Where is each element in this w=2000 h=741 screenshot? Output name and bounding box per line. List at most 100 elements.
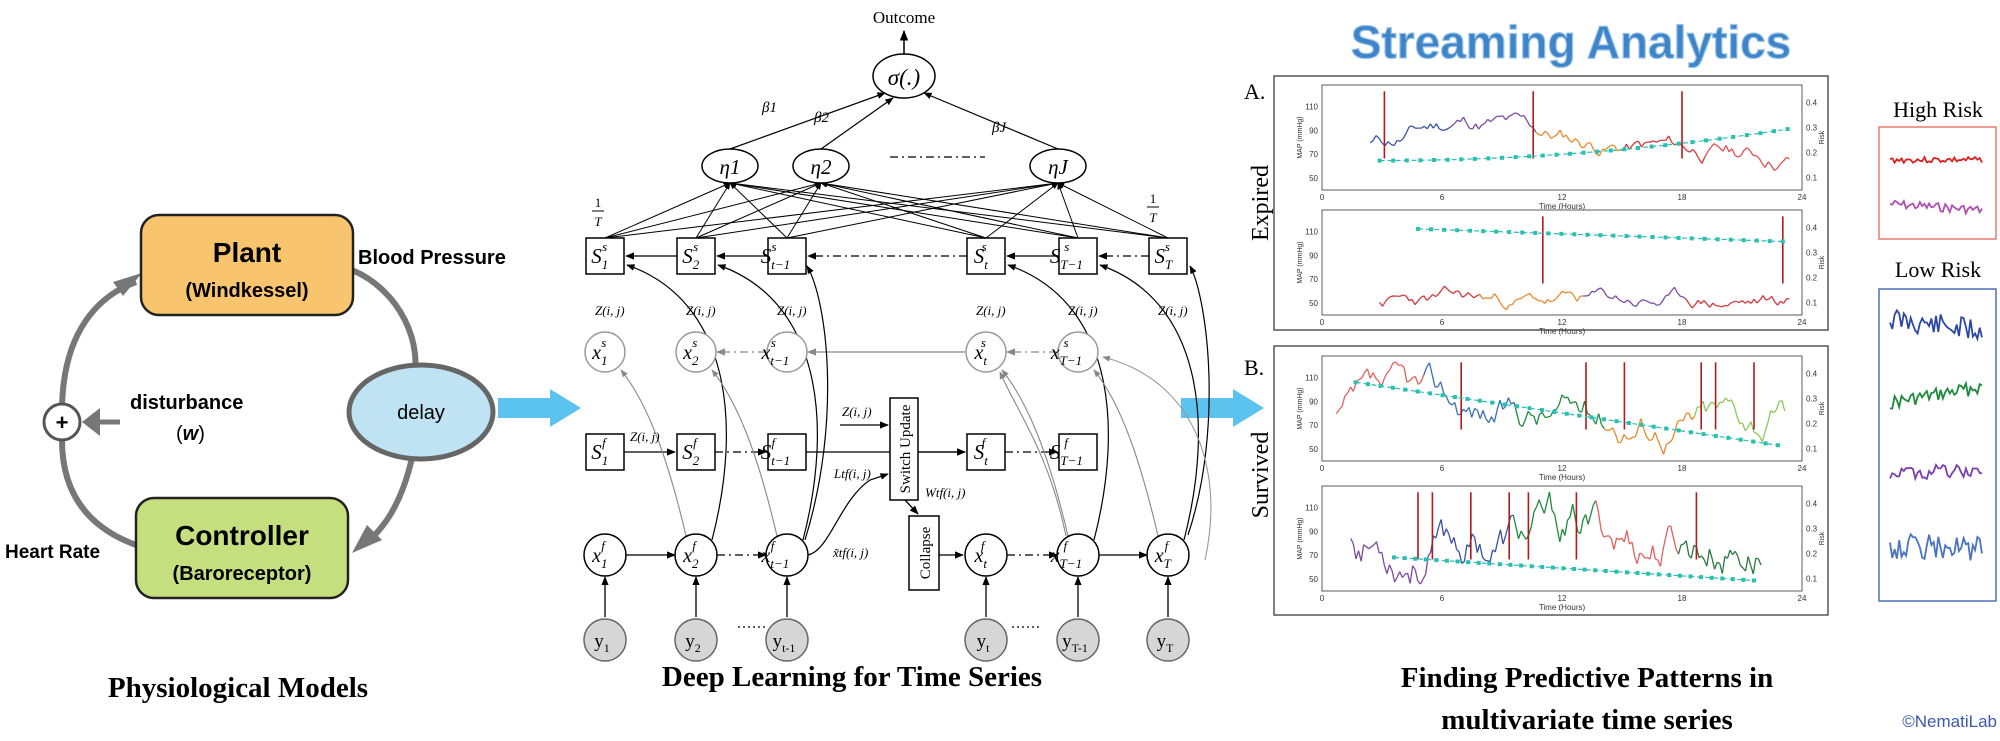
s-to-eta-edge (729, 181, 1079, 239)
map-trace-segment (1341, 395, 1346, 407)
risk-marker (1624, 570, 1629, 575)
s-top-node (585, 237, 625, 275)
map-trace-segment (1722, 145, 1727, 152)
risk-marker (1353, 380, 1358, 385)
map-trace-segment (1764, 422, 1769, 433)
map-trace-segment (1379, 302, 1384, 307)
risk-tick: 0.1 (1806, 445, 1818, 454)
map-trace-segment (1773, 167, 1778, 172)
s-top-node (676, 237, 716, 275)
risk-marker (1564, 411, 1569, 416)
map-trace-segment (1767, 161, 1772, 167)
map-trace-segment (1523, 294, 1528, 297)
map-trace-segment (1479, 294, 1484, 300)
map-trace-segment (1553, 408, 1557, 411)
map-trace-segment (1750, 298, 1755, 304)
risk-patterns (1889, 155, 1983, 561)
risk-marker (1763, 441, 1768, 446)
plot-area (1321, 485, 1803, 592)
s-f-node (676, 433, 716, 471)
map-trace-segment (1664, 526, 1669, 538)
map-trace-segment (1478, 124, 1483, 130)
switch-update-label: Switch Update (898, 404, 914, 493)
map-trace-segment (1451, 123, 1455, 127)
map-trace-segment (1401, 573, 1406, 578)
map-trace-segment (1409, 565, 1414, 584)
y-tick: 50 (1309, 445, 1318, 454)
y-axis-label: MAP (mmHg) (1297, 517, 1304, 559)
map-trace-segment (1653, 140, 1657, 143)
s-top-node (767, 237, 807, 275)
x-s-node (675, 331, 717, 373)
y-axis-label: MAP (mmHg) (1297, 387, 1304, 429)
map-trace-segment (1452, 290, 1457, 295)
risk-marker (1636, 145, 1640, 150)
map-trace-segment (1604, 146, 1609, 151)
z-label: Z(i, j) (976, 303, 1006, 318)
map-trace-segment (1639, 552, 1643, 555)
map-trace-segment (1746, 147, 1751, 152)
y-tick: 70 (1309, 150, 1318, 159)
map-trace-segment (1432, 123, 1437, 129)
map-trace-segment (1530, 414, 1534, 417)
map-trace-segment (1677, 419, 1681, 423)
risk-marker (1709, 575, 1714, 580)
map-trace-segment (1736, 415, 1741, 424)
map-trace-segment (1383, 565, 1388, 574)
stream-caption-2: multivariate time series (1441, 704, 1733, 736)
map-trace-segment (1690, 545, 1695, 559)
loop-arc-right-bottom (367, 457, 415, 543)
map-trace-segment (1544, 299, 1549, 304)
map-trace-segment (1618, 298, 1622, 302)
map-trace-segment (1471, 533, 1476, 538)
map-trace-segment (1649, 438, 1653, 442)
x-f-node (964, 533, 1008, 577)
x-s-node (965, 331, 1007, 373)
x-tick: 24 (1798, 464, 1807, 473)
map-trace-segment (1458, 291, 1463, 298)
map-trace-segment (1564, 520, 1569, 536)
map-trace-segment (1375, 377, 1380, 382)
s-top-node (966, 237, 1006, 275)
map-trace-segment (1369, 372, 1374, 379)
risk-marker (1445, 157, 1450, 162)
map-trace-segment (1670, 525, 1674, 538)
map-trace-segment (1507, 397, 1512, 405)
map-trace-segment (1711, 558, 1716, 570)
map-trace-segment (1758, 158, 1763, 164)
w-label: Wtf(i, j) (925, 485, 965, 500)
s-to-eta-edge (820, 181, 1169, 239)
map-trace-segment (1372, 135, 1377, 142)
x-f-label: x2f (682, 538, 699, 571)
eta-J-node (1029, 148, 1087, 184)
map-trace-segment (1414, 300, 1419, 306)
map-trace-segment (1606, 429, 1611, 432)
risk-marker (1582, 567, 1587, 572)
map-trace-segment (1499, 399, 1504, 410)
loop-arc-left-top (59, 279, 138, 413)
map-trace-segment (1680, 543, 1684, 546)
risk-tick: 0.1 (1806, 299, 1818, 308)
map-trace-segment (1704, 151, 1709, 158)
map-trace-segment (1701, 156, 1706, 164)
map-trace-segment (1369, 140, 1374, 144)
risk-trace (1355, 381, 1779, 446)
x-s-label: x2s (682, 335, 699, 368)
x-tick: 0 (1320, 318, 1325, 327)
map-trace-segment (1384, 141, 1389, 147)
map-trace-segment (1405, 126, 1410, 134)
x-to-s-curve (1099, 264, 1199, 541)
map-trace-segment (1675, 548, 1680, 555)
map-trace-segment (1479, 410, 1484, 419)
map-trace-segment (1417, 381, 1422, 385)
map-trace-segment (1435, 123, 1440, 130)
flow-arrow-2 (1181, 389, 1264, 427)
risk-marker (1572, 566, 1576, 571)
collapse-box (908, 515, 940, 591)
map-trace-segment (1694, 299, 1699, 306)
map-trace-segment (1614, 434, 1620, 444)
risk-pattern-trace (1889, 380, 1983, 411)
map-trace-segment (1688, 412, 1693, 420)
risk-marker (1651, 424, 1656, 429)
